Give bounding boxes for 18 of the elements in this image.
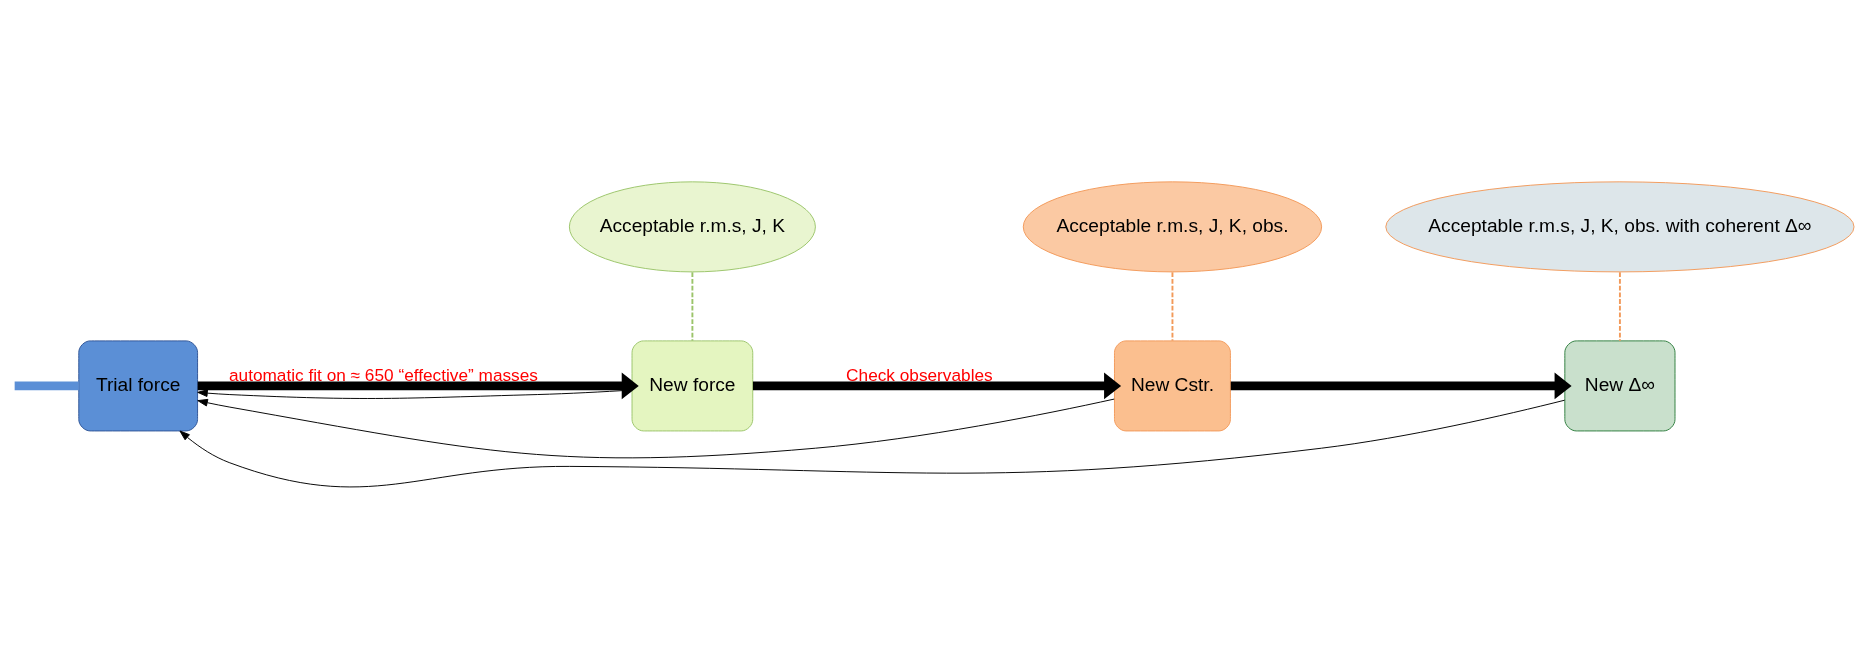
arrow	[1230, 372, 1572, 399]
arrow	[197, 372, 639, 399]
arrow	[752, 372, 1122, 399]
node-ellipse: Acceptable r.m.s, J, K, obs. with coherent Δ∞	[1385, 180, 1855, 272]
connector	[691, 270, 694, 342]
node-box: New Cstr.	[1114, 339, 1231, 431]
connector	[1618, 270, 1621, 342]
node-box: New force	[631, 339, 754, 431]
edge-label: Check observables	[846, 364, 993, 385]
edge-label: automatic fit on ≈ 650 “effective” masses	[228, 364, 538, 385]
arrow	[179, 399, 1566, 487]
node-box: Trial force	[78, 339, 199, 431]
node-ellipse: Acceptable r.m.s, J, K	[568, 180, 816, 272]
node-ellipse: Acceptable r.m.s, J, K, obs.	[1022, 180, 1323, 272]
connector	[14, 381, 79, 390]
arrow	[197, 398, 1115, 458]
node-box: New Δ∞	[1564, 339, 1676, 431]
connector	[1171, 270, 1174, 342]
